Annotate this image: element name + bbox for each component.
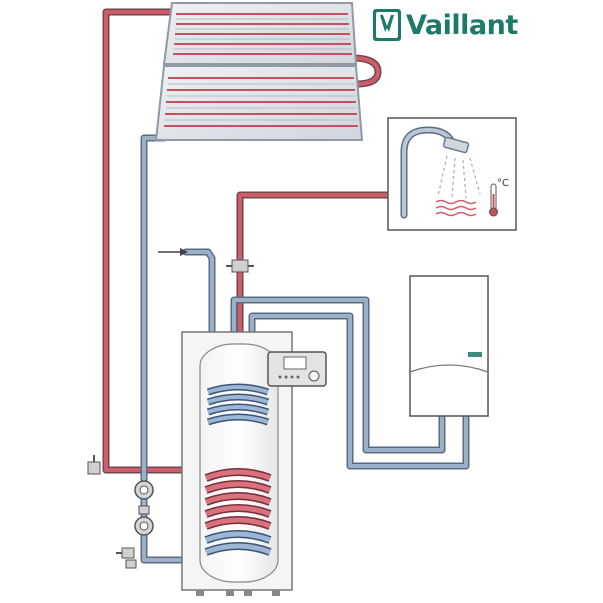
temperature-unit-label: °C bbox=[497, 178, 509, 189]
solar-pump-station bbox=[87, 455, 154, 569]
upper-heat-exchanger-coil bbox=[206, 383, 270, 426]
brand-name: Vaillant bbox=[406, 9, 518, 41]
vaillant-rabbit-logo-icon bbox=[373, 9, 401, 41]
lower-solar-heat-exchanger-coil bbox=[204, 468, 272, 556]
shower-head-icon bbox=[442, 136, 470, 154]
solar-pump-upper bbox=[134, 480, 154, 500]
solar-controller bbox=[267, 351, 327, 387]
fill-drain-valve-icon bbox=[116, 547, 137, 569]
hot-water-waves-icon bbox=[435, 199, 477, 217]
boiler-badge bbox=[468, 352, 482, 357]
controller-buttons bbox=[278, 375, 300, 379]
mixing-valve-icon bbox=[226, 259, 254, 273]
solar-pump-lower bbox=[134, 516, 154, 536]
solar-collector-panels bbox=[154, 2, 364, 141]
controller-dial bbox=[308, 370, 320, 382]
pipe-network bbox=[102, 8, 470, 564]
controller-display bbox=[283, 356, 307, 370]
check-valve-icon bbox=[138, 505, 150, 515]
thermometer-icon bbox=[489, 183, 498, 217]
wall-hung-boiler bbox=[409, 275, 489, 417]
solar-collector-lower bbox=[154, 65, 364, 141]
water-spray-icon bbox=[437, 155, 481, 199]
air-vent-valve-icon bbox=[87, 455, 101, 475]
cold-water-inlet-arrow-icon bbox=[158, 248, 188, 256]
cylinder-feet bbox=[196, 590, 280, 596]
solar-collector-upper bbox=[162, 2, 358, 65]
hot-water-outlet-panel bbox=[387, 117, 517, 231]
vaillant-logo: Vaillant bbox=[372, 6, 518, 44]
